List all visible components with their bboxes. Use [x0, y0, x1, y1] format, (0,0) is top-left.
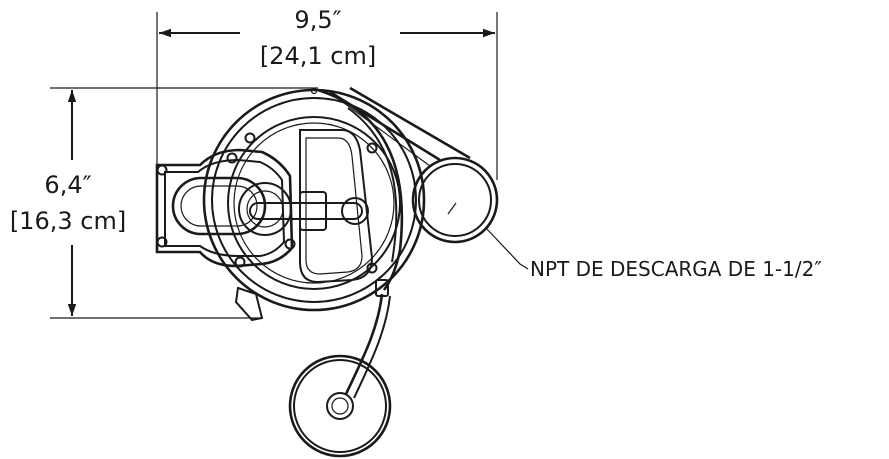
- housing-outer-ring: [202, 88, 426, 312]
- discharge-inner: [418, 163, 492, 237]
- switch-mount-plate: [299, 129, 374, 284]
- switch-mount-plate-inner: [305, 137, 363, 275]
- housing-side-arc: [317, 88, 404, 291]
- screw-7: [366, 262, 378, 274]
- power-cord-outline: [353, 295, 391, 399]
- screw-4: [284, 238, 296, 250]
- float-inner: [293, 359, 387, 453]
- screw-6: [366, 142, 378, 154]
- switch-rod-collar: [299, 191, 327, 231]
- discharge-outer: [411, 156, 499, 244]
- screw-1: [156, 164, 168, 176]
- power-cord-assembly: [288, 293, 392, 458]
- discharge-port: [411, 156, 499, 244]
- discharge-marker: [447, 202, 457, 215]
- depth-metric-label: [16,3 cm]: [10, 207, 126, 235]
- width-imperial-label: 9,5″: [294, 6, 341, 34]
- screw-3: [226, 152, 238, 164]
- screw-8: [234, 256, 246, 268]
- float-outer: [288, 354, 392, 458]
- pump-body: [155, 86, 471, 322]
- switch-pivot: [341, 197, 369, 225]
- inlet-opening-inner: [180, 185, 258, 227]
- discharge-connection-web-inner: [339, 99, 431, 167]
- motor-cover-ring: [227, 116, 401, 290]
- inlet-pivot-boss: [238, 182, 292, 236]
- cable-gland: [234, 286, 264, 322]
- power-cord: [344, 293, 384, 395]
- switch-rod: [249, 202, 363, 220]
- width-metric-label: [24,1 cm]: [260, 42, 376, 70]
- callout-discharge-label: NPT DE DESCARGA DE 1-1/2″: [530, 257, 822, 281]
- discharge-callout: NPT DE DESCARGA DE 1-1/2″: [485, 227, 822, 281]
- housing-inner-ring: [211, 97, 417, 303]
- float-hub-inner: [331, 397, 349, 415]
- screw-5: [244, 132, 256, 144]
- inlet-housing-inner: [164, 158, 286, 257]
- callout-leader: [485, 227, 529, 270]
- depth-dimension: 6,4″ [16,3 cm]: [10, 87, 318, 319]
- housing-side-arc-inner: [347, 107, 398, 263]
- depth-imperial-label: 6,4″: [44, 171, 91, 199]
- float-hub: [326, 392, 354, 420]
- screw-2: [156, 236, 168, 248]
- motor-cover-inner-ring: [233, 122, 395, 284]
- inlet-opening: [171, 176, 267, 236]
- inlet-pivot-boss-inner: [246, 190, 284, 228]
- width-dimension: 9,5″ [24,1 cm]: [156, 6, 498, 180]
- screw-9: [310, 87, 318, 95]
